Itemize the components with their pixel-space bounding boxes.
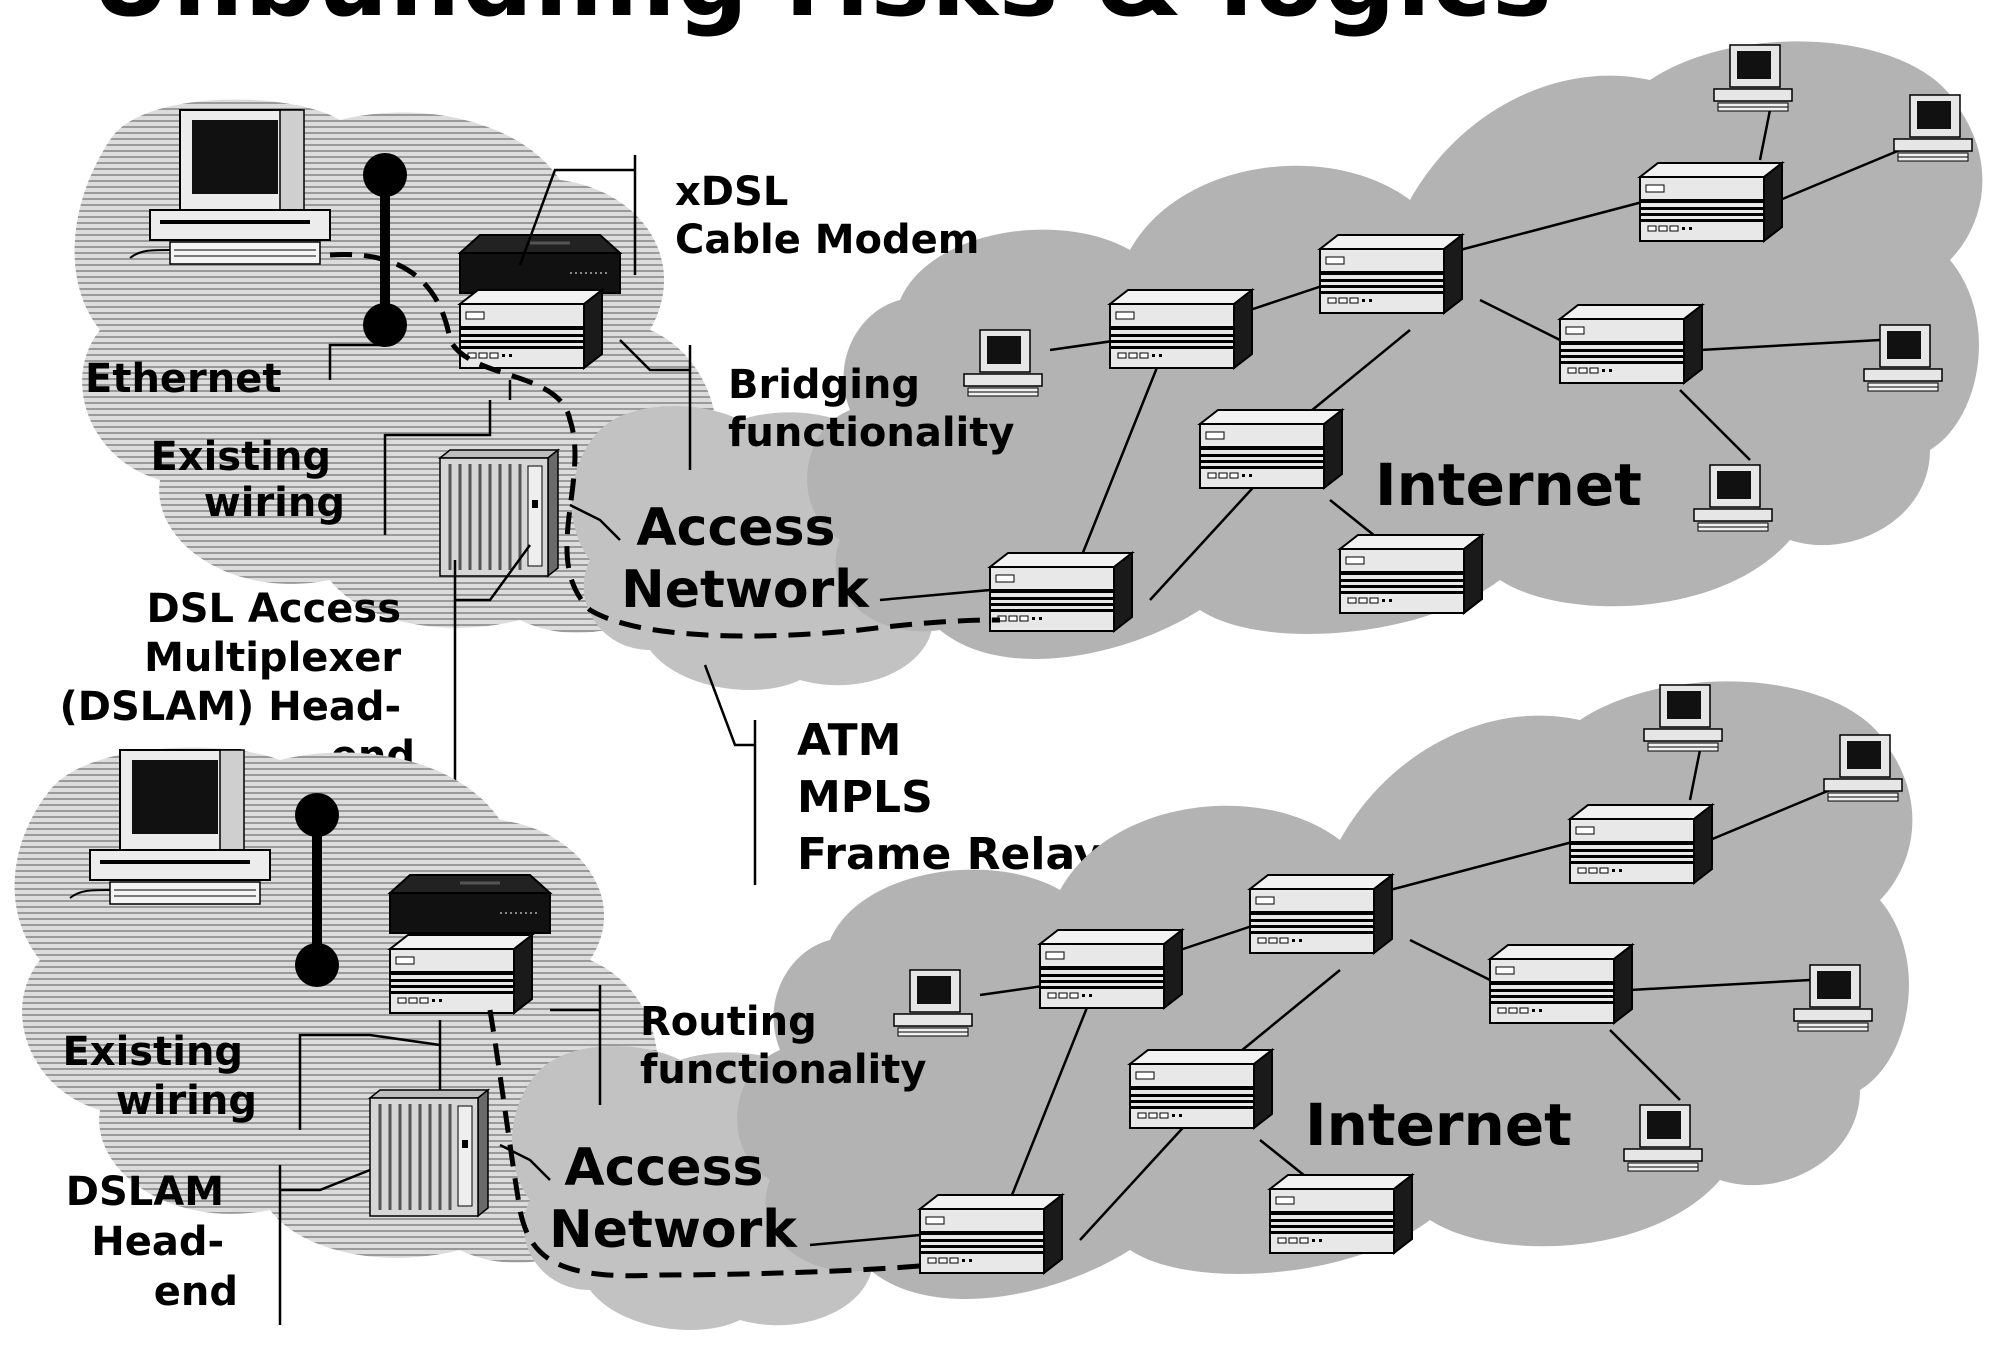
router-icon bbox=[1559, 304, 1703, 384]
internet-label: Internet bbox=[1305, 1091, 1572, 1159]
bottom-scenario: Existing wiring Routing functionality Ac… bbox=[14, 681, 1913, 1330]
router-icon bbox=[1639, 162, 1783, 242]
access-network-label: Access Network bbox=[621, 498, 870, 620]
dslam-icon bbox=[368, 1088, 490, 1218]
access-network-label: Access Network bbox=[549, 1138, 798, 1260]
existing-wiring-label: Existing wiring bbox=[150, 434, 345, 526]
modem-label: xDSL Cable Modem bbox=[675, 169, 979, 263]
callout-lines-top bbox=[328, 155, 757, 885]
page-title: Unbundling risks & logics bbox=[90, 0, 1553, 39]
transport-label: ATM MPLS Frame Relay bbox=[797, 715, 1102, 880]
router-icon bbox=[1199, 409, 1343, 489]
internet-label: Internet bbox=[1375, 451, 1642, 519]
routing-router-icon bbox=[389, 934, 533, 1014]
callout-lines-bottom bbox=[278, 985, 602, 1325]
router-icon bbox=[989, 552, 1133, 632]
router-icon bbox=[1109, 289, 1253, 369]
ethernet-label: Ethernet bbox=[85, 356, 282, 402]
router-icon bbox=[1339, 534, 1483, 614]
connection-path-bottom bbox=[487, 1009, 931, 1279]
internet-links-top bbox=[879, 109, 1901, 602]
modem-icon bbox=[388, 873, 552, 935]
router-icon bbox=[1129, 1049, 1273, 1129]
router-icon bbox=[1249, 874, 1393, 954]
modem-icon bbox=[458, 233, 622, 295]
connection-path-top bbox=[329, 251, 1001, 639]
bridge-router-icon bbox=[459, 289, 603, 369]
router-icon bbox=[1039, 929, 1183, 1009]
router-icon bbox=[1269, 1174, 1413, 1254]
bridging-label: Bridging functionality bbox=[728, 362, 1014, 456]
internet-links-bottom bbox=[809, 749, 1831, 1247]
router-icon bbox=[919, 1194, 1063, 1274]
routing-label: Routing functionality bbox=[640, 999, 926, 1093]
router-icon bbox=[1489, 944, 1633, 1024]
router-icon bbox=[1569, 804, 1713, 884]
dslam-label: DSLAM Head- end bbox=[66, 1169, 238, 1315]
existing-wiring-label: Existing wiring bbox=[62, 1029, 257, 1124]
router-icon bbox=[1319, 234, 1463, 314]
dslam-icon bbox=[438, 448, 560, 578]
